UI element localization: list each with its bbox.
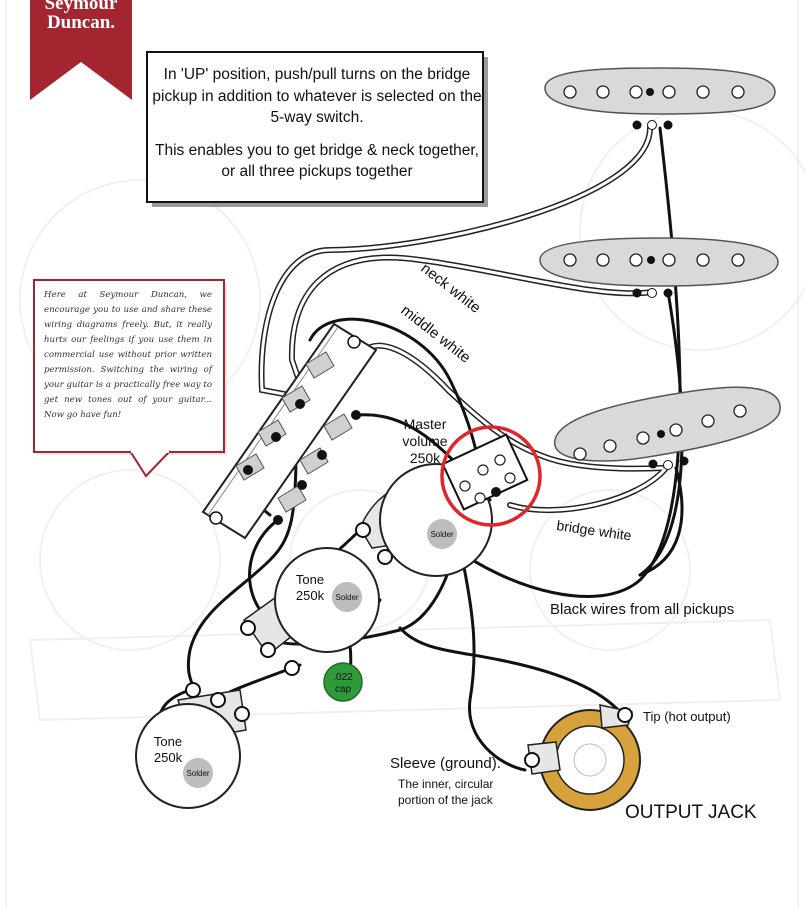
master-volume-pot [355,433,529,577]
tone-lower-label-2: 250k [154,750,183,765]
cap-label-2: cap [335,684,352,695]
note-box [33,279,225,453]
tone-upper-solder-label: Solder [335,593,358,602]
note-box-tail [129,450,171,478]
bridge-white-label: bridge white [556,517,633,543]
white-wires [258,125,669,514]
sleeve-label-2: The inner, circular [398,777,493,791]
master-label-2: volume [402,433,447,449]
callout-box [146,51,484,203]
callout-paragraph-1: In 'UP' position, push/pull turns on the… [152,66,482,126]
sleeve-label-1: Sleeve (ground). [390,755,501,772]
capacitor [323,662,363,702]
callout-paragraph-2: This enables you to get bridge & neck to… [155,141,479,181]
cap-label-1: .022 [333,672,353,683]
brand-logo: Seymour Duncan. [31,0,131,32]
tone-lower-solder-label: Solder [186,769,209,778]
brand-line-2: Duncan. [46,12,116,33]
tone-upper-label-1: Tone [296,572,324,587]
master-label-1: Master [404,416,447,432]
highlight-circle [440,425,542,527]
tip-label: Tip (hot output) [643,709,731,724]
sleeve-label-3: portion of the jack [398,793,494,807]
master-label-3: 250k [410,450,441,466]
output-jack-label: OUTPUT JACK [625,802,757,823]
usage-note: Here at Seymour Duncan, we encourage you… [44,290,212,420]
pickup-middle [539,237,779,298]
callout-text: In 'UP' position, push/pull turns on the… [150,55,484,203]
pickup-bridge [554,386,781,470]
output-jack [524,704,641,811]
black-wires-label: Black wires from all pickups [550,601,734,618]
pickup-neck [544,67,776,130]
five-way-switch [201,322,378,540]
brand-ribbon [30,0,132,100]
tone-lower-label-1: Tone [154,734,182,749]
tone-pot-lower [135,682,250,809]
brand-line-1: Seymour [44,0,118,14]
master-solder-label: Solder [430,530,453,539]
tone-upper-label-2: 250k [296,588,325,603]
tone-pot-upper [240,547,380,676]
